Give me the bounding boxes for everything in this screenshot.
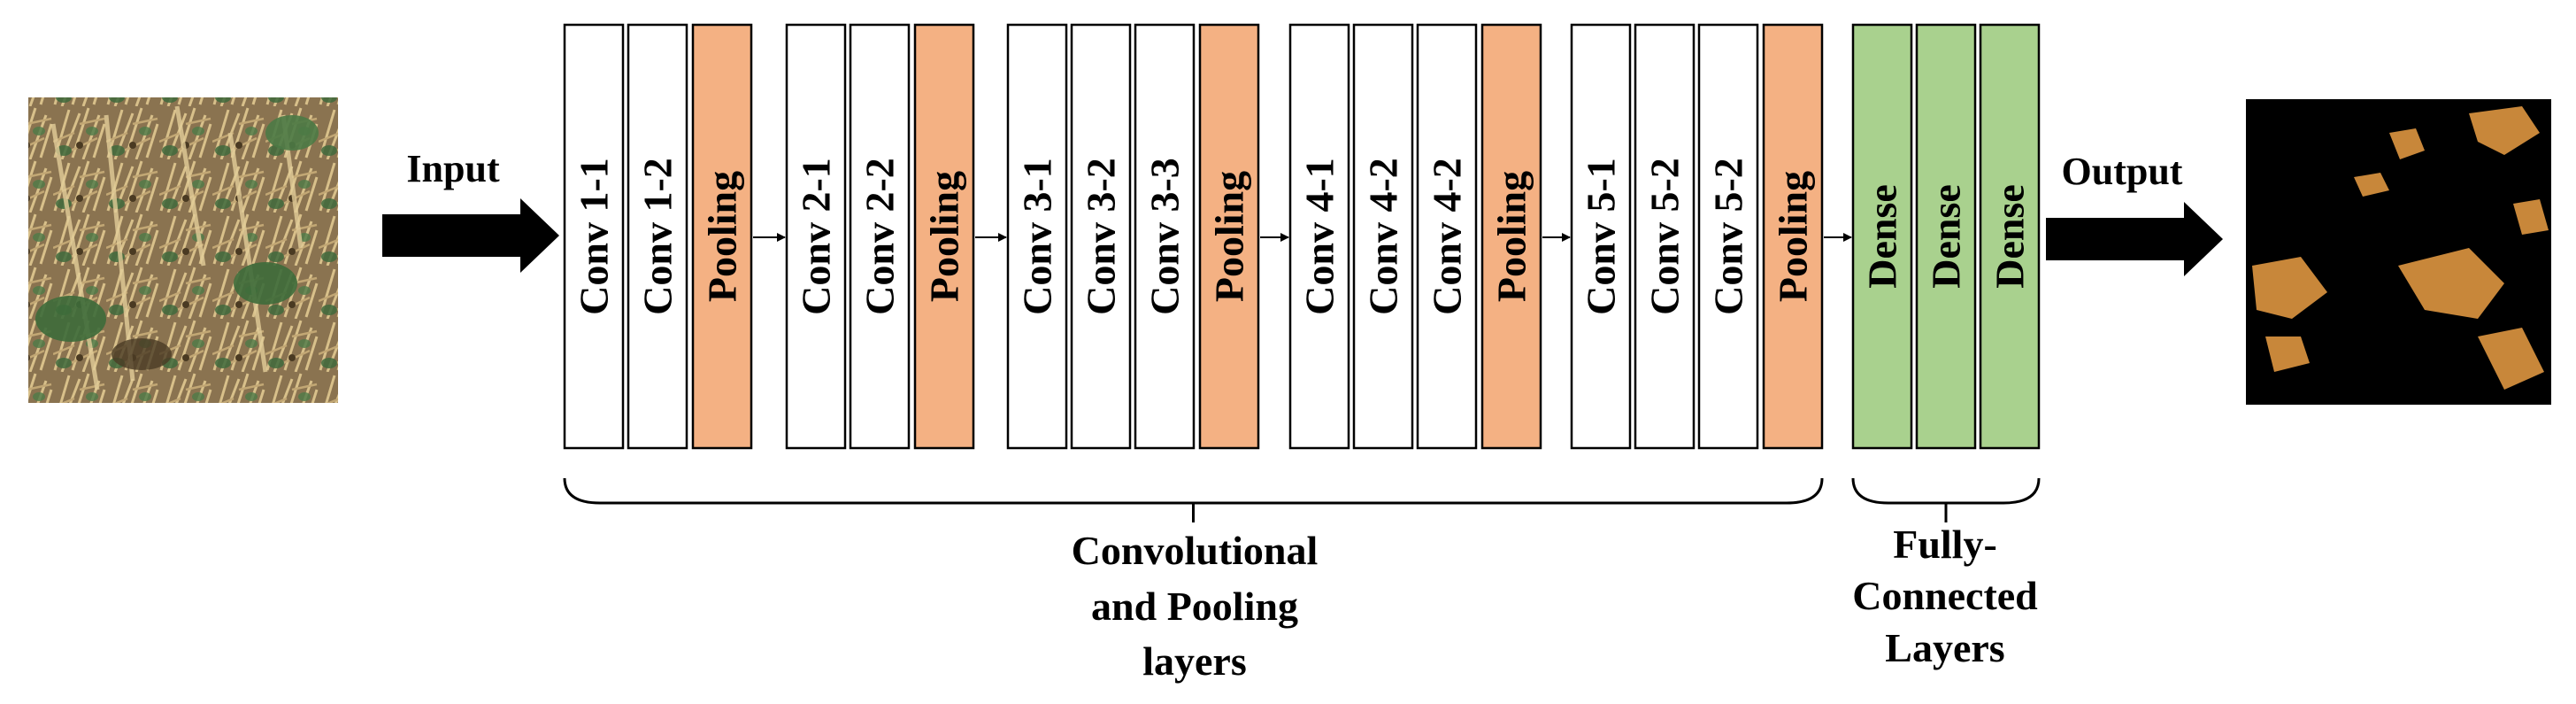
layer-conv-5: Conv 2-2 xyxy=(849,23,911,450)
layer-label: Pooling xyxy=(1489,171,1534,302)
layer-conv-13: Conv 4-2 xyxy=(1416,23,1478,450)
layer-box xyxy=(1762,23,1824,450)
layer-conv-8: Conv 3-2 xyxy=(1070,23,1132,450)
layer-conv-9: Conv 3-3 xyxy=(1134,23,1196,450)
layer-box xyxy=(1570,23,1632,450)
layer-box xyxy=(1979,23,2041,450)
layer-conv-11: Conv 4-1 xyxy=(1288,23,1350,450)
layer-label: Dense xyxy=(1988,184,2033,289)
layer-conv-12: Conv 4-2 xyxy=(1352,23,1414,450)
layer-box xyxy=(1480,23,1542,450)
layer-label: Conv 4-2 xyxy=(1361,158,1406,315)
layer-conv-15: Conv 5-1 xyxy=(1570,23,1632,450)
layer-box xyxy=(1288,23,1350,450)
fc-group-label-line-2: Connected xyxy=(1852,573,2038,618)
input-label: Input xyxy=(406,147,500,190)
layer-conv-7: Conv 3-1 xyxy=(1006,23,1068,450)
layer-pool-18: Pooling xyxy=(1762,23,1824,450)
layer-conv-16: Conv 5-2 xyxy=(1634,23,1696,450)
input-arrow xyxy=(382,198,559,273)
layer-label: Pooling xyxy=(1207,171,1252,302)
layer-label: Conv 5-1 xyxy=(1579,158,1624,315)
layer-label: Conv 3-2 xyxy=(1079,158,1124,315)
conv-group-label-line-1: Convolutional xyxy=(1072,528,1319,573)
layer-dense-21: Dense xyxy=(1979,23,2041,450)
layer-label: Dense xyxy=(1924,184,1969,289)
layer-label: Conv 2-1 xyxy=(794,158,839,315)
layer-box xyxy=(627,23,688,450)
layer-box xyxy=(785,23,847,450)
layer-box xyxy=(1915,23,1977,450)
layer-pool-6: Pooling xyxy=(913,23,975,450)
output-arrow xyxy=(2046,202,2223,276)
layer-pool-3: Pooling xyxy=(691,23,753,450)
fc-group-label-line-3: Layers xyxy=(1885,625,2004,670)
layer-label: Conv 1-2 xyxy=(635,158,681,315)
layer-box xyxy=(1416,23,1478,450)
layer-label: Conv 3-3 xyxy=(1142,158,1188,315)
layer-conv-2: Conv 1-2 xyxy=(627,23,688,450)
layer-box xyxy=(1006,23,1068,450)
layer-dense-19: Dense xyxy=(1851,23,1913,450)
layer-label: Pooling xyxy=(700,171,745,302)
output-image xyxy=(2246,99,2551,405)
conv-group-label-line-2: and Pooling xyxy=(1091,584,1298,629)
layer-conv-1: Conv 1-1 xyxy=(563,23,625,450)
layer-label: Pooling xyxy=(1771,171,1816,302)
layer-conv-4: Conv 2-1 xyxy=(785,23,847,450)
layer-label: Dense xyxy=(1860,184,1905,289)
layer-conv-17: Conv 5-2 xyxy=(1697,23,1759,450)
layer-pool-14: Pooling xyxy=(1480,23,1542,450)
layer-stack: Conv 1-1 Conv 1-2 Pooling Conv 2-1 Conv 2-2 P… xyxy=(563,23,2041,450)
layer-box xyxy=(913,23,975,450)
input-image xyxy=(28,97,338,403)
layer-box xyxy=(1134,23,1196,450)
layer-label: Conv 5-2 xyxy=(1706,158,1751,315)
conv-group-brace xyxy=(563,477,1824,522)
layer-label: Pooling xyxy=(922,171,967,302)
conv-group-label-line-3: layers xyxy=(1142,638,1247,684)
layer-label: Conv 4-1 xyxy=(1297,158,1342,315)
layer-label: Conv 4-2 xyxy=(1425,158,1470,315)
layer-box xyxy=(1198,23,1260,450)
layer-label: Conv 1-1 xyxy=(572,158,617,315)
layer-dense-20: Dense xyxy=(1915,23,1977,450)
layer-label: Conv 3-1 xyxy=(1015,158,1060,315)
layer-box xyxy=(1352,23,1414,450)
layer-label: Conv 2-2 xyxy=(857,158,903,315)
output-label: Output xyxy=(2062,150,2183,193)
layer-box xyxy=(1070,23,1132,450)
layer-box xyxy=(1634,23,1696,450)
layer-box xyxy=(691,23,753,450)
fc-group-brace xyxy=(1851,477,2041,522)
layer-pool-10: Pooling xyxy=(1198,23,1260,450)
layer-box xyxy=(849,23,911,450)
layer-label: Conv 5-2 xyxy=(1642,158,1688,315)
layer-box xyxy=(1851,23,1913,450)
fc-group-label-line-1: Fully- xyxy=(1893,522,1997,567)
layer-box xyxy=(563,23,625,450)
layer-box xyxy=(1697,23,1759,450)
